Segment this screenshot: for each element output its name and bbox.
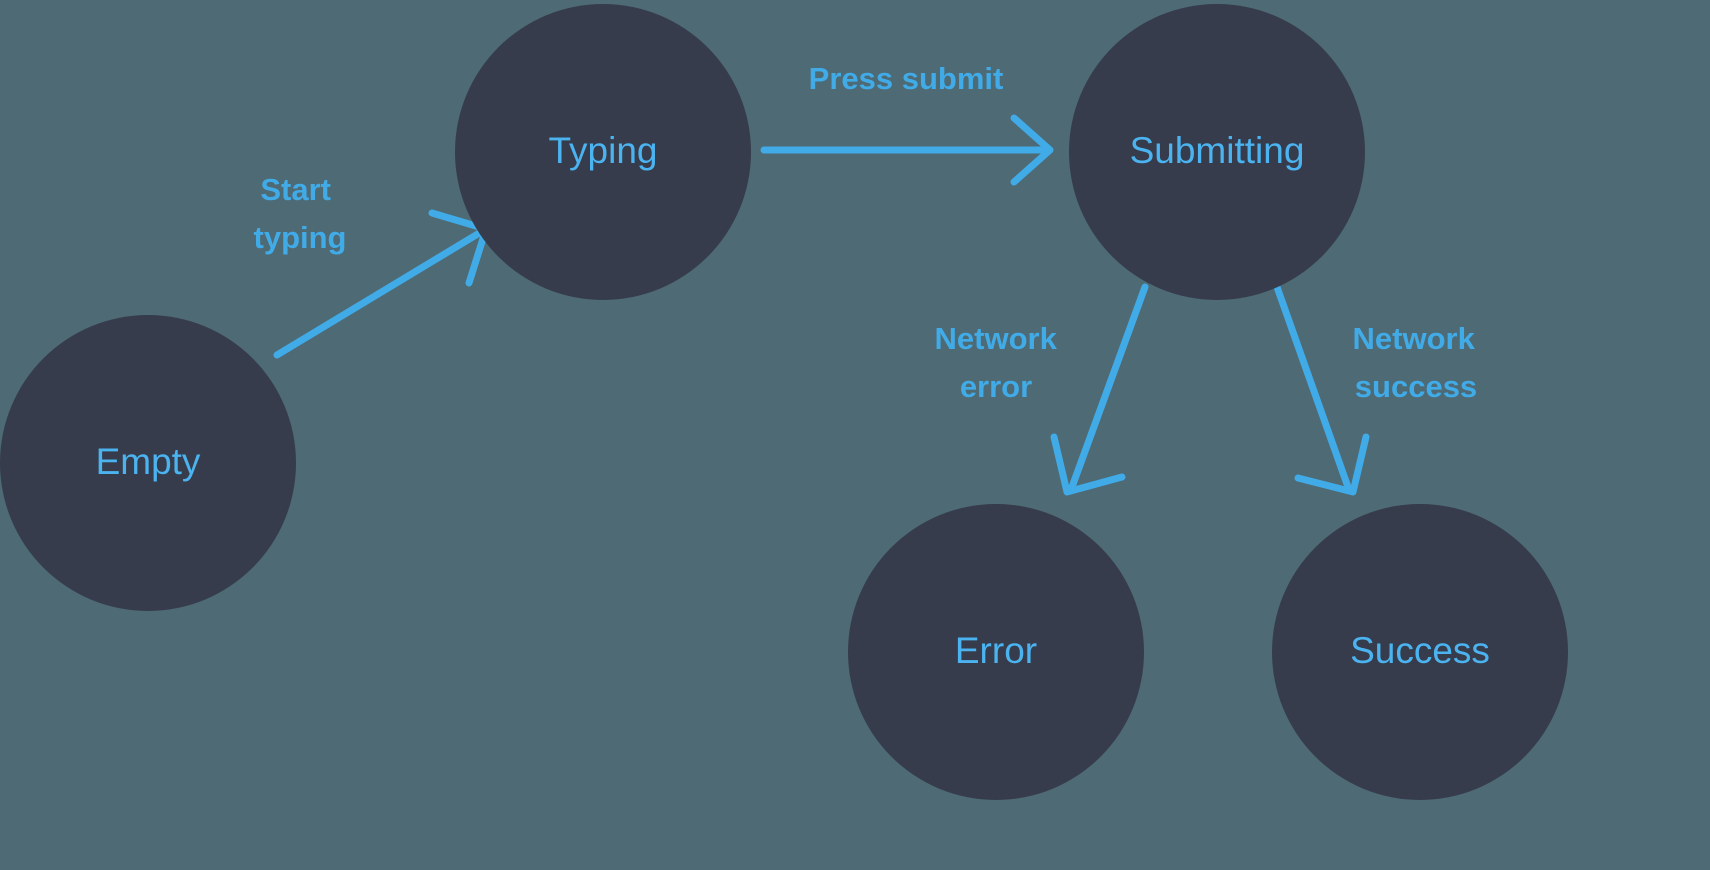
state-node-success-label: Success (1350, 630, 1490, 671)
transition-network-error-line (1068, 283, 1149, 491)
state-node-typing-label: Typing (548, 130, 657, 171)
transition-network-success-line (1273, 283, 1352, 491)
state-node-submitting[interactable]: Submitting (1069, 4, 1365, 300)
state-node-empty-label: Empty (96, 441, 201, 482)
transition-start-typing-line (273, 228, 485, 359)
transition-start-typing-label-line-1: Start (260, 172, 331, 207)
transition-network-success-label-line-2: success (1355, 369, 1477, 404)
transition-press-submit-label-line-1: Press submit (809, 61, 1004, 96)
transition-network-error-label: Network error (935, 321, 1066, 404)
transition-network-error-arrowhead (1050, 433, 1126, 496)
state-node-typing-circle (455, 4, 751, 300)
transition-start-typing-label-line-2: typing (254, 220, 347, 255)
state-node-submitting-circle (1069, 4, 1365, 300)
state-node-success[interactable]: Success (1272, 504, 1568, 800)
transition-start-typing-label: Start typing (254, 172, 347, 255)
transition-press-submit-label: Press submit (809, 61, 1004, 96)
transition-start-typing[interactable]: Start typing (254, 172, 490, 359)
transition-press-submit[interactable]: Press submit (760, 61, 1054, 186)
transition-network-success-arrowhead (1294, 433, 1370, 496)
state-node-error-label: Error (955, 630, 1037, 671)
state-node-error[interactable]: Error (848, 504, 1144, 800)
state-node-empty-circle (0, 315, 296, 611)
transition-network-success-label: Network success (1353, 321, 1484, 404)
state-node-empty[interactable]: Empty (0, 315, 296, 611)
transition-network-success-label-line-1: Network (1353, 321, 1476, 356)
state-node-typing[interactable]: Typing (455, 4, 751, 300)
transition-network-error[interactable]: Network error (935, 283, 1149, 496)
transition-network-error-label-line-1: Network (935, 321, 1058, 356)
transition-press-submit-arrowhead (1010, 114, 1054, 186)
state-node-error-circle (848, 504, 1144, 800)
transition-network-error-label-line-2: error (960, 369, 1032, 404)
state-node-success-circle (1272, 504, 1568, 800)
state-node-submitting-label: Submitting (1130, 130, 1305, 171)
transition-network-success[interactable]: Network success (1273, 283, 1484, 496)
